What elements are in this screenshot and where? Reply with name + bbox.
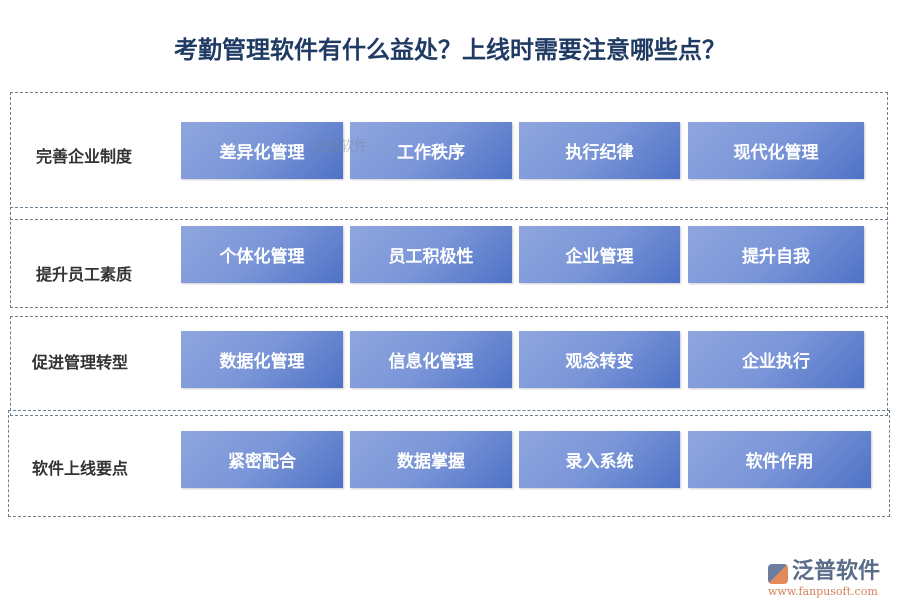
item-box: 个体化管理 bbox=[181, 226, 343, 283]
section-frame bbox=[10, 92, 888, 220]
item-box: 软件作用 bbox=[688, 431, 871, 488]
section-label: 促进管理转型 bbox=[32, 353, 129, 372]
section-frame bbox=[8, 410, 890, 517]
logo-url: www.fanpusoft.com bbox=[768, 585, 878, 598]
brand-logo: 泛普软件 www.fanpusoft.com bbox=[768, 553, 880, 598]
item-box: 数据掌握 bbox=[350, 431, 512, 488]
item-box: 信息化管理 bbox=[350, 331, 512, 388]
item-box: 执行纪律 bbox=[519, 122, 680, 179]
item-box: 工作秩序 bbox=[350, 122, 512, 179]
item-box: 数据化管理 bbox=[181, 331, 343, 388]
item-box: 企业管理 bbox=[519, 226, 680, 283]
fanpu-logo-icon bbox=[768, 563, 788, 584]
section-label: 提升员工素质 bbox=[36, 265, 133, 284]
item-box: 提升自我 bbox=[688, 226, 864, 283]
item-box: 观念转变 bbox=[519, 331, 680, 388]
section-label: 完善企业制度 bbox=[36, 147, 133, 166]
item-box: 差异化管理 bbox=[181, 122, 343, 179]
logo-name: 泛普软件 bbox=[792, 559, 881, 584]
watermark: 泛普软件 bbox=[312, 139, 368, 155]
page-title: 考勤管理软件有什么益处？上线时需要注意哪些点？ bbox=[174, 36, 726, 64]
item-box: 现代化管理 bbox=[688, 122, 864, 179]
item-box: 企业执行 bbox=[688, 331, 864, 388]
item-box: 紧密配合 bbox=[181, 431, 343, 488]
section-frame bbox=[10, 316, 888, 416]
item-box: 录入系统 bbox=[519, 431, 680, 488]
section-label: 软件上线要点 bbox=[32, 459, 129, 478]
section-frame bbox=[10, 207, 888, 308]
item-box: 员工积极性 bbox=[350, 226, 512, 283]
